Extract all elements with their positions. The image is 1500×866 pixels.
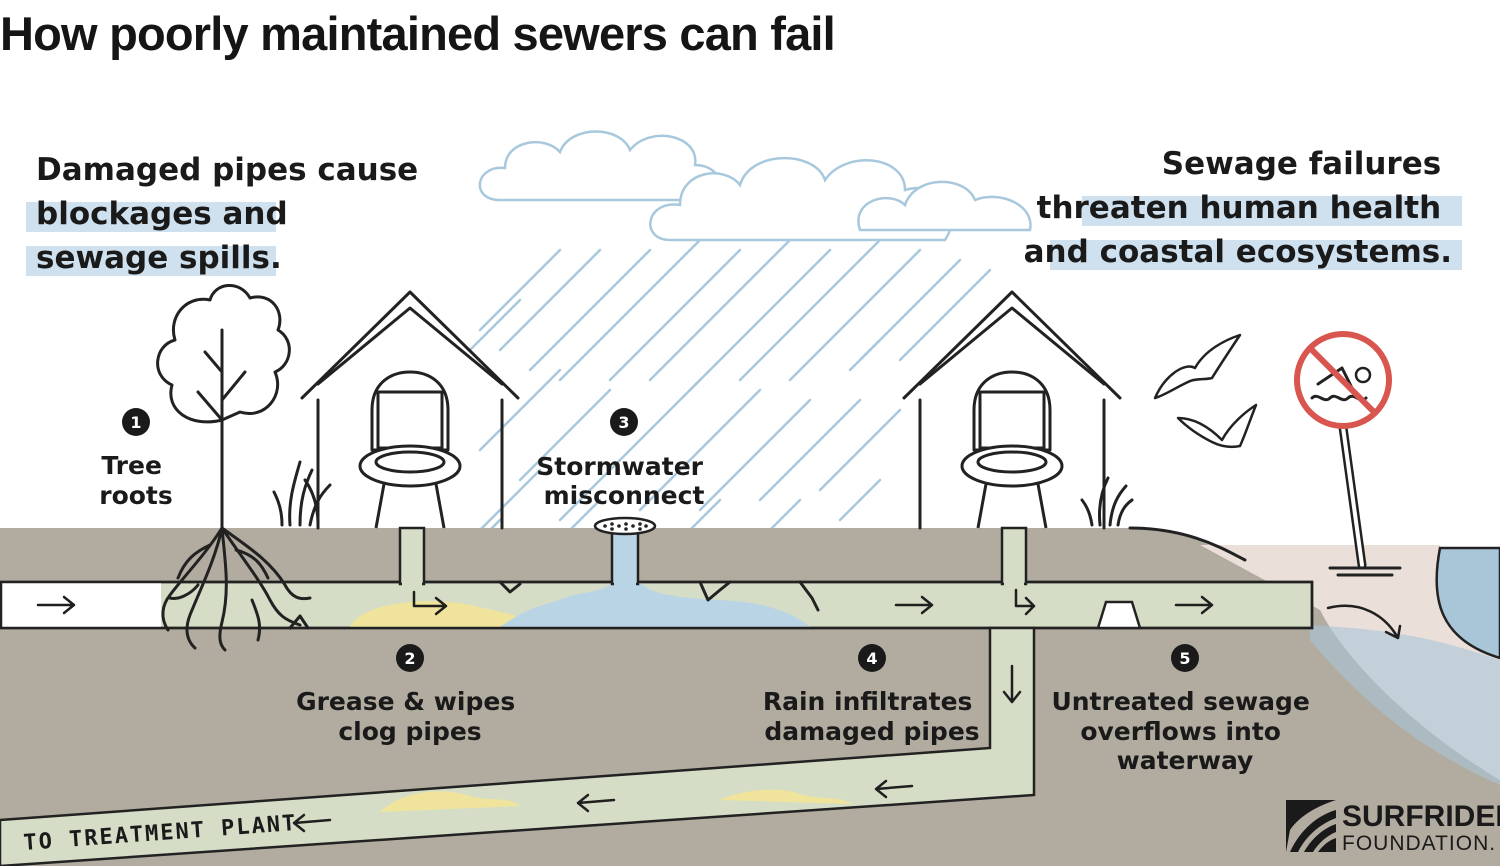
step-number-badge bbox=[122, 408, 150, 436]
step-number: 1 bbox=[130, 413, 141, 432]
sea-lower bbox=[1310, 625, 1500, 785]
step-number: 2 bbox=[404, 649, 415, 668]
step-label: clog pipes bbox=[338, 717, 481, 746]
step-label: Untreated sewage bbox=[1051, 687, 1309, 716]
storm-drain-icon bbox=[593, 516, 657, 586]
svg-text:Stormwater misconnect: Stormwater misconnect bbox=[536, 452, 711, 510]
toilet-icon bbox=[358, 370, 462, 529]
rain-icon bbox=[458, 238, 992, 562]
stormwater-in-pipe bbox=[500, 582, 810, 627]
step-label: Stormwater bbox=[536, 452, 703, 481]
lateral-pipe-right bbox=[1000, 526, 1028, 586]
logo-line-1: SURFRIDER bbox=[1342, 800, 1500, 833]
house-icon bbox=[902, 290, 1122, 530]
step-label: misconnect bbox=[544, 481, 705, 510]
surfrider-logo: SURFRIDER FOUNDATION. bbox=[1286, 800, 1500, 855]
step-label: Rain infiltrates bbox=[763, 687, 973, 716]
right-heading-line-2: threaten human health bbox=[1037, 190, 1442, 226]
step-5: 5 Untreated sewage overflows into waterw… bbox=[1051, 644, 1318, 775]
step-label: Tree bbox=[101, 451, 162, 480]
right-heading-line-1: Sewage failures bbox=[1162, 146, 1441, 182]
step-number: 4 bbox=[866, 649, 877, 668]
step-number-badge bbox=[858, 644, 886, 672]
step-label: damaged pipes bbox=[764, 717, 979, 746]
step-number: 5 bbox=[1179, 649, 1190, 668]
svg-text:Rain infiltrates damaged: Rain infiltrates damaged pipes bbox=[763, 687, 981, 746]
left-heading-line-1: Damaged pipes cause bbox=[36, 152, 418, 188]
page-title: How poorly maintained sewers can fail bbox=[0, 7, 836, 60]
return-sewer-pipe bbox=[0, 626, 1036, 866]
no-swimming-sign-icon bbox=[1294, 331, 1402, 577]
cloud-icon bbox=[478, 130, 1032, 242]
right-heading-line-3: and coastal ecosystems. bbox=[1024, 234, 1452, 270]
toilet-icon bbox=[960, 370, 1064, 529]
house-icon bbox=[300, 290, 520, 530]
step-4: 4 Rain infiltrates damaged pipes bbox=[763, 644, 981, 746]
step-label: waterway bbox=[1117, 746, 1254, 775]
overflow-weir bbox=[1096, 600, 1142, 630]
svg-text:Grease & wipes clog pipe: Grease & wipes clog pipes bbox=[296, 687, 524, 746]
heading-highlights bbox=[26, 196, 1462, 276]
step-2: 2 Grease & wipes clog pipes bbox=[296, 644, 524, 746]
step-label: roots bbox=[99, 481, 173, 510]
seagull-icon bbox=[1153, 333, 1258, 449]
right-heading: Sewage failures threaten human health an… bbox=[1024, 146, 1452, 270]
lateral-pipe-left bbox=[398, 526, 426, 586]
logo-line-2: FOUNDATION. bbox=[1342, 832, 1496, 855]
flow-arrows bbox=[36, 588, 1402, 833]
svg-text:Tree roots: Tree roots bbox=[99, 451, 173, 510]
left-heading: Damaged pipes cause blockages and sewage… bbox=[36, 152, 429, 276]
left-heading-line-3: sewage spills. bbox=[36, 240, 282, 276]
step-number-badge bbox=[610, 408, 638, 436]
step-number-badge bbox=[396, 644, 424, 672]
step-1: 1 Tree roots bbox=[99, 408, 173, 510]
step-number-badge bbox=[1171, 644, 1199, 672]
step-3: 3 Stormwater misconnect bbox=[536, 408, 711, 510]
wave-logo-icon bbox=[1286, 800, 1336, 852]
tree-icon bbox=[156, 284, 312, 652]
tree-roots-icon bbox=[161, 526, 312, 652]
left-heading-line-2: blockages and bbox=[36, 196, 288, 232]
step-number: 3 bbox=[618, 413, 629, 432]
step-label: Grease & wipes bbox=[296, 687, 515, 716]
step-label: overflows into bbox=[1080, 717, 1281, 746]
svg-text:Untreated sewage overflo: Untreated sewage overflows into waterway bbox=[1051, 687, 1318, 775]
